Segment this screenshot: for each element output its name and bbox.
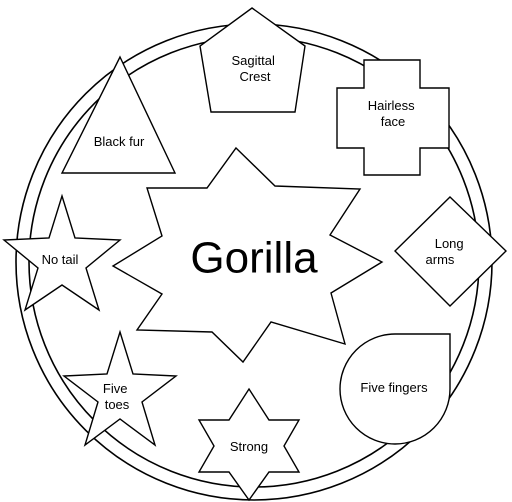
trait-label-line: Strong (230, 439, 268, 454)
trait-sagittal-crest: Sagittal Crest (199, 7, 306, 113)
center-label: Gorilla (190, 234, 318, 283)
trait-hairless-face: Hairless face (336, 59, 450, 176)
trait-strong: Strong (197, 387, 301, 502)
trait-label: Five toes (103, 381, 131, 412)
trait-label-line: arms (426, 252, 455, 267)
trait-long-arms: Long arms (394, 196, 508, 307)
trait-label-line: Sagittal (232, 53, 275, 68)
pentagon-shape (199, 7, 306, 113)
trait-label-line: toes (105, 397, 130, 412)
six-point-star-shape (197, 387, 301, 502)
trait-label-line: Hairless (368, 98, 415, 113)
trait-label-line: Crest (239, 69, 270, 84)
trait-label-line: Black fur (94, 134, 145, 149)
trait-black-fur: Black fur (60, 55, 177, 174)
trait-label: Strong (230, 439, 268, 454)
trait-label: Hairless face (368, 98, 419, 129)
trait-label: No tail (42, 252, 79, 267)
triangle-shape (60, 55, 177, 174)
teardrop-shape (339, 333, 451, 445)
five-point-star-shape (62, 329, 178, 447)
trait-five-toes: Five toes (62, 329, 178, 447)
trait-label: Five fingers (360, 380, 428, 395)
trait-label: Long arms (426, 236, 468, 267)
trait-no-tail: No tail (2, 193, 122, 312)
trait-label-line: Long (435, 236, 464, 251)
five-point-star-shape (2, 193, 122, 312)
trait-five-fingers: Five fingers (339, 333, 451, 445)
trait-label-line: Five (103, 381, 128, 396)
diamond-shape (394, 196, 508, 307)
cross-shape (336, 59, 450, 176)
center-star-shape (111, 146, 384, 364)
trait-label: Sagittal Crest (232, 53, 279, 84)
trait-label-line: No tail (42, 252, 79, 267)
trait-label: Black fur (94, 134, 145, 149)
trait-label-line: face (381, 114, 406, 129)
trait-label-line: Five fingers (360, 380, 428, 395)
